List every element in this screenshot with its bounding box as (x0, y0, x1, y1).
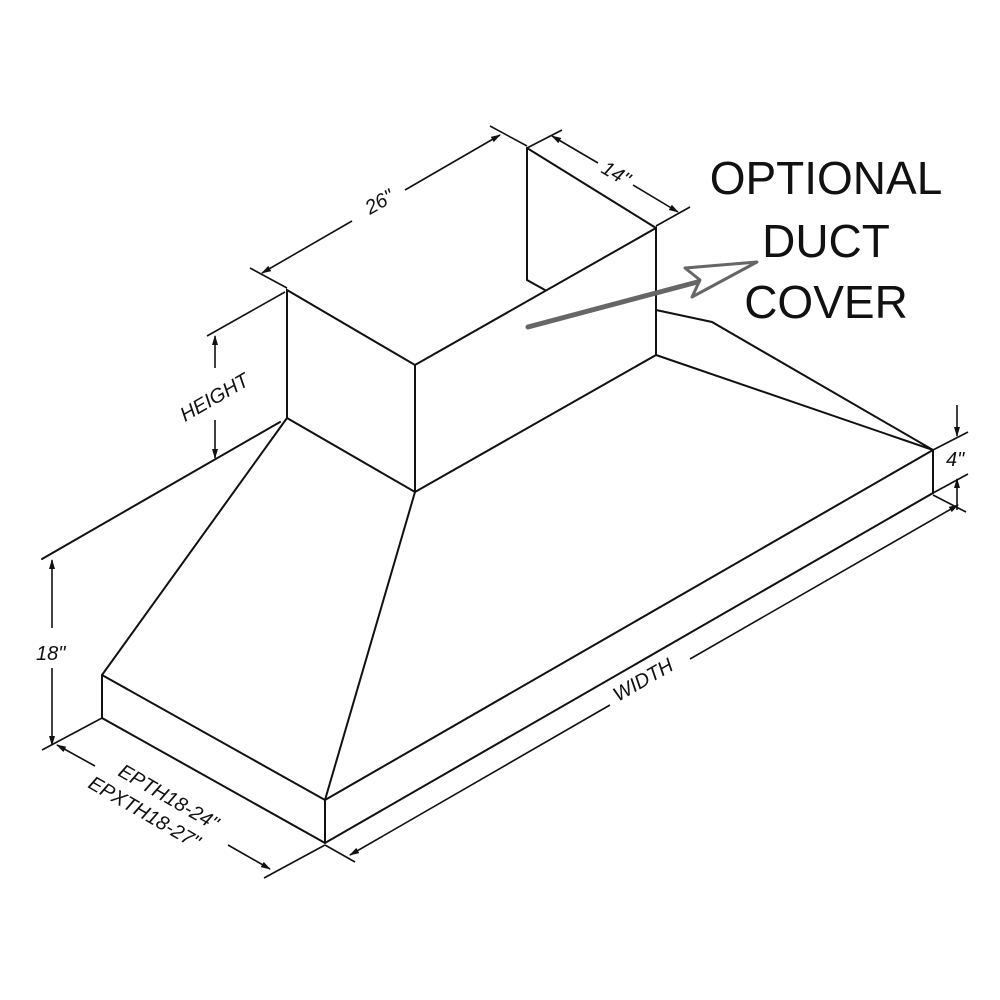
duct-width-label: 26" (361, 185, 399, 220)
width-label: WIDTH (610, 654, 678, 706)
dimension-width: WIDTH (324, 494, 967, 863)
dimension-edge-height: 4" (932, 405, 969, 510)
duct-cover (286, 147, 657, 494)
optional-duct-cover-label: OPTIONAL DUCT COVER (710, 152, 943, 328)
duct-depth-label: 14" (598, 157, 635, 191)
label-line-2: DUCT (762, 215, 890, 267)
hood-height-label: 18" (36, 643, 66, 665)
dimension-depth: EPTH18-24" EPXTH18-27" (56, 744, 326, 879)
dimension-duct-width: 26" (249, 125, 528, 289)
edge-height-label: 4" (946, 449, 965, 471)
dimension-duct-depth: 14" (526, 129, 691, 227)
callout-arrow (525, 260, 759, 330)
hood-body (41, 309, 934, 845)
height-label: HEIGHT (177, 369, 255, 427)
label-line-3: COVER (744, 276, 908, 328)
label-line-1: OPTIONAL (710, 152, 943, 204)
dimension-hood-height: 18" (36, 559, 103, 751)
dimension-height: HEIGHT (177, 291, 286, 459)
